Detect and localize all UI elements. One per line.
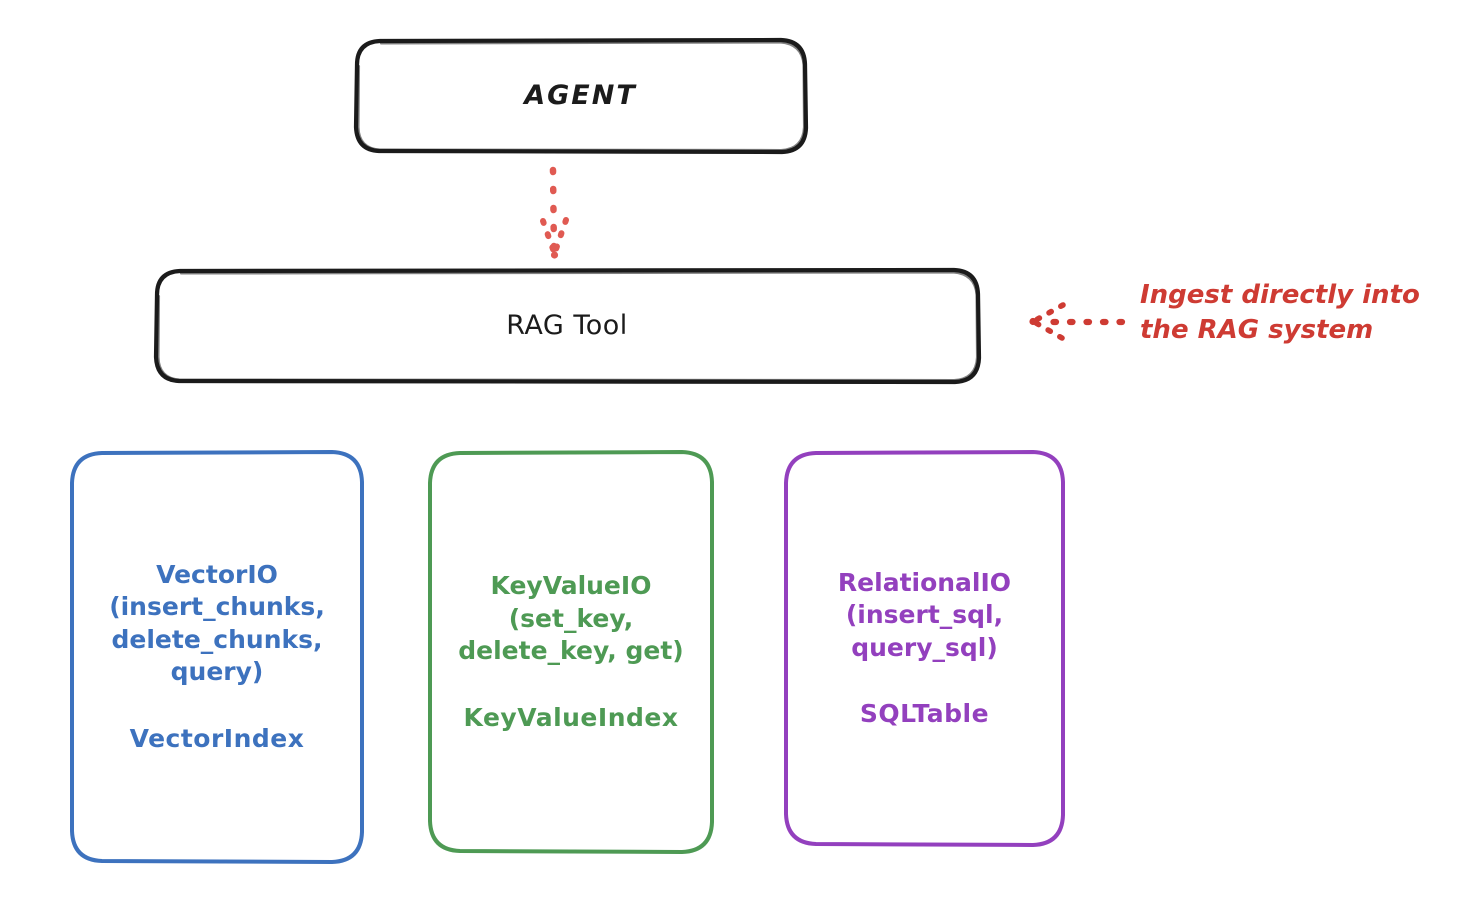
arrowhead-left <box>540 218 557 255</box>
rag-tool-box-sketch-overlay <box>157 271 979 382</box>
arrow-shaft <box>549 166 558 259</box>
ingest-arrowhead-bottom <box>1033 320 1065 341</box>
ingest-arrowhead-top <box>1033 302 1066 323</box>
arrowhead-right <box>552 217 569 255</box>
ingest-arrow-tip <box>1029 317 1037 326</box>
rag-tool-box[interactable] <box>153 267 982 385</box>
agent-to-rag-arrow <box>540 166 569 259</box>
relational-io-box[interactable] <box>784 450 1065 847</box>
key-value-io-box[interactable] <box>428 450 714 854</box>
agent-box[interactable] <box>353 37 809 155</box>
vector-io-box[interactable] <box>70 450 364 864</box>
agent-box-sketch-overlay <box>357 41 806 152</box>
ingest-pointer-arrow <box>1029 302 1126 341</box>
arrow-tip <box>550 251 559 259</box>
